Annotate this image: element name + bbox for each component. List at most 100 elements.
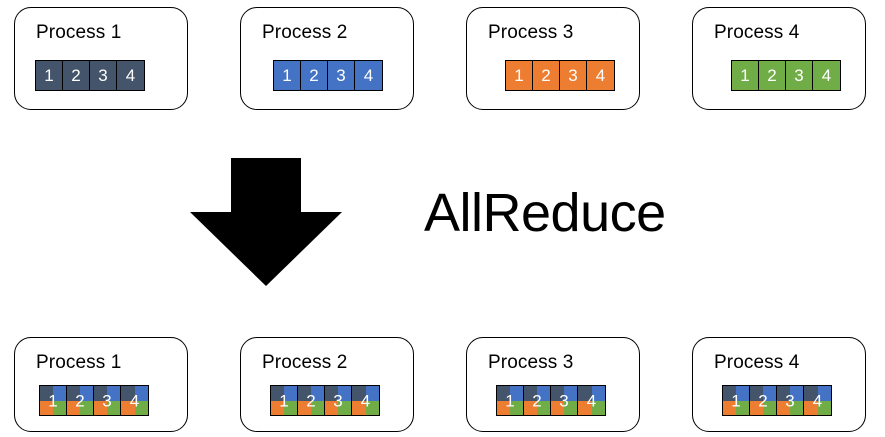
- quadrant-process4: [53, 400, 66, 415]
- quadrant-process2: [736, 386, 749, 401]
- data-cell-quadrant: 2: [750, 386, 777, 415]
- process-title: Process 4: [714, 22, 800, 43]
- quadrant-colors: [298, 386, 324, 415]
- data-cell: 3: [560, 61, 587, 90]
- quadrant-colors: [40, 386, 66, 415]
- process-title: Process 2: [262, 22, 348, 43]
- data-cell-quadrant: 1: [497, 386, 524, 415]
- data-cell-quadrant: 1: [40, 386, 67, 415]
- quadrant-process1: [40, 386, 53, 401]
- quadrant-process2: [591, 386, 605, 401]
- quadrant-process3: [777, 400, 790, 415]
- data-strip-process-2-before: 1 2 3 4: [273, 60, 383, 91]
- quadrant-process2: [510, 386, 523, 401]
- quadrant-colors: [551, 386, 577, 415]
- quadrant-process1: [578, 386, 592, 401]
- data-strip-process-3-before: 1 2 3 4: [505, 60, 615, 91]
- quadrant-colors: [67, 386, 93, 415]
- data-cell-quadrant: 4: [352, 386, 379, 415]
- quadrant-process2: [80, 386, 93, 401]
- quadrant-process4: [365, 400, 379, 415]
- process-box-3-before: Process 3 1 2 3 4: [466, 7, 640, 110]
- quadrant-process1: [524, 386, 537, 401]
- data-cell: 2: [63, 61, 90, 90]
- process-title: Process 4: [714, 352, 800, 373]
- quadrant-process3: [325, 400, 338, 415]
- process-box-1-before: Process 1 1 2 3 4: [14, 7, 188, 110]
- quadrant-process1: [777, 386, 790, 401]
- quadrant-process4: [311, 400, 324, 415]
- quadrant-process2: [817, 386, 831, 401]
- data-cell: 4: [355, 61, 382, 90]
- data-strip-process-1-before: 1 2 3 4: [35, 60, 145, 91]
- quadrant-process4: [537, 400, 550, 415]
- quadrant-process4: [134, 400, 148, 415]
- quadrant-process4: [338, 400, 351, 415]
- process-box-4-after: Process 4 1 2: [692, 337, 866, 432]
- quadrant-process2: [564, 386, 577, 401]
- quadrant-colors: [352, 386, 379, 415]
- quadrant-process2: [790, 386, 803, 401]
- data-cell-quadrant: 4: [578, 386, 605, 415]
- process-box-3-after: Process 3 1 2: [466, 337, 640, 432]
- quadrant-process4: [817, 400, 831, 415]
- quadrant-process1: [298, 386, 311, 401]
- quadrant-colors: [777, 386, 803, 415]
- process-title: Process 3: [488, 22, 574, 43]
- quadrant-process4: [564, 400, 577, 415]
- data-cell: 2: [533, 61, 560, 90]
- quadrant-process3: [578, 400, 592, 415]
- quadrant-process3: [524, 400, 537, 415]
- quadrant-process3: [40, 400, 53, 415]
- quadrant-process3: [298, 400, 311, 415]
- data-cell-quadrant: 3: [94, 386, 121, 415]
- quadrant-process2: [537, 386, 550, 401]
- quadrant-process1: [67, 386, 80, 401]
- quadrant-process2: [53, 386, 66, 401]
- data-cell-quadrant: 4: [804, 386, 831, 415]
- quadrant-process1: [325, 386, 338, 401]
- quadrant-process4: [510, 400, 523, 415]
- quadrant-process3: [804, 400, 818, 415]
- data-cell: 3: [786, 61, 813, 90]
- quadrant-process1: [551, 386, 564, 401]
- quadrant-colors: [94, 386, 120, 415]
- quadrant-process4: [80, 400, 93, 415]
- allreduce-label: AllReduce: [424, 183, 666, 243]
- down-arrow-icon: [190, 158, 342, 286]
- quadrant-colors: [578, 386, 605, 415]
- quadrant-process2: [107, 386, 120, 401]
- quadrant-process3: [121, 400, 135, 415]
- data-strip-process-4-after: 1 2 3: [722, 385, 832, 416]
- quadrant-process1: [497, 386, 510, 401]
- quadrant-process3: [352, 400, 366, 415]
- quadrant-process2: [134, 386, 148, 401]
- quadrant-process4: [591, 400, 605, 415]
- data-cell-quadrant: 1: [271, 386, 298, 415]
- data-cell-quadrant: 4: [121, 386, 148, 415]
- quadrant-process1: [804, 386, 818, 401]
- quadrant-process1: [352, 386, 366, 401]
- quadrant-process2: [763, 386, 776, 401]
- quadrant-process3: [551, 400, 564, 415]
- process-box-2-after: Process 2 1 2: [240, 337, 414, 432]
- data-cell: 3: [90, 61, 117, 90]
- quadrant-process4: [790, 400, 803, 415]
- process-title: Process 1: [36, 352, 122, 373]
- process-title: Process 1: [36, 22, 122, 43]
- quadrant-process3: [750, 400, 763, 415]
- quadrant-process3: [271, 400, 284, 415]
- quadrant-colors: [121, 386, 148, 415]
- quadrant-process2: [311, 386, 324, 401]
- data-cell: 4: [587, 61, 614, 90]
- quadrant-process3: [94, 400, 107, 415]
- quadrant-process2: [338, 386, 351, 401]
- data-cell: 3: [328, 61, 355, 90]
- quadrant-process2: [284, 386, 297, 401]
- process-box-2-before: Process 2 1 2 3 4: [240, 7, 414, 110]
- data-cell: 2: [759, 61, 786, 90]
- quadrant-process3: [497, 400, 510, 415]
- quadrant-process1: [271, 386, 284, 401]
- quadrant-colors: [271, 386, 297, 415]
- quadrant-process1: [121, 386, 135, 401]
